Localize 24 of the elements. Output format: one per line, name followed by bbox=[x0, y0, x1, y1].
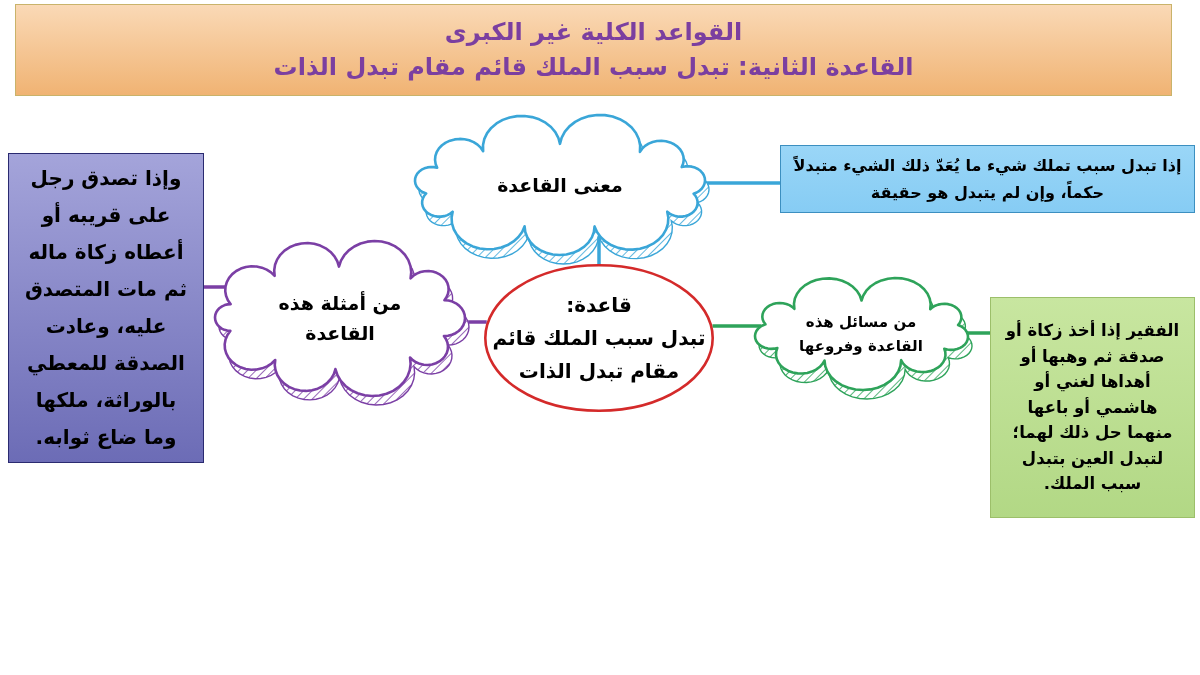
connector-line bbox=[707, 181, 780, 185]
cloud bbox=[215, 240, 469, 405]
cloud-label: من مسائل هذه القاعدة وفروعها bbox=[798, 312, 924, 357]
text-box bbox=[8, 153, 204, 463]
text-box bbox=[780, 145, 1195, 213]
title-banner bbox=[15, 4, 1172, 96]
title: القواعد الكلية غير الكبرى bbox=[443, 17, 744, 48]
body-text: تبدل سبب الملك قائم مقام تبدل الذات bbox=[491, 324, 707, 385]
body-text: الفقير إذا أخذ زكاة أو صدقة ثم وهبها أو أهداها لغني أو هاشمي أو باعها منهما حل ذلك لهما؛ لتبدل العين بتبدل سبب الملك. bbox=[1004, 319, 1181, 496]
heading: قاعدة: bbox=[565, 291, 633, 319]
connector-line bbox=[712, 324, 762, 328]
body-text: وإذا تصدق رجل على قريبه أو أعطاه زكاة ماله ثم مات المتصدق عليه، وعادت الصدقة للمعطي بالوراثة، ملكها وما ضاع ثوابه. bbox=[23, 165, 189, 451]
body-text: إذا تبدل سبب تملك شيء ما يُعَدّ ذلك الشيء متبدلاً حكماً، وإن لم يتبدل هو حقيقة bbox=[792, 155, 1183, 204]
cloud bbox=[415, 115, 709, 264]
cloud-label: من أمثلة هذه القاعدة bbox=[277, 290, 403, 346]
connector-line bbox=[468, 320, 487, 324]
cloud bbox=[754, 278, 972, 399]
connector-line bbox=[204, 285, 226, 289]
subtitle: القاعدة الثانية: تبدل سبب الملك قائم مقام تبدل الذات bbox=[272, 52, 915, 83]
text-box bbox=[990, 297, 1195, 518]
cloud-label: معنى القاعدة bbox=[496, 173, 624, 198]
connector-line bbox=[597, 236, 601, 264]
ellipse bbox=[484, 264, 714, 412]
connector-line bbox=[966, 331, 990, 335]
